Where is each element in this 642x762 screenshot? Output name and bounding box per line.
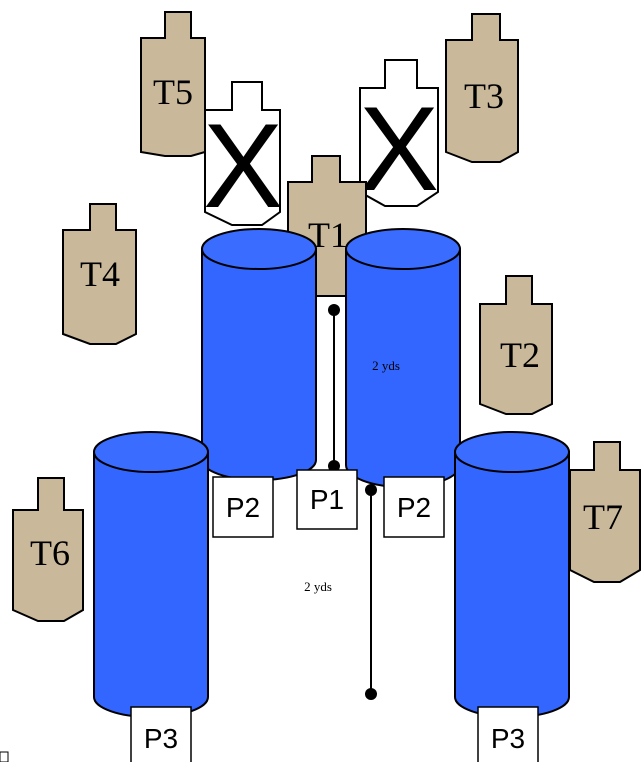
position-p3-left-label: P3 (144, 723, 178, 754)
barrel-upper-right (345, 228, 461, 488)
target-t4-label: T4 (80, 254, 120, 294)
target-t4: T4 (62, 203, 137, 345)
position-p3-right-label: P3 (491, 723, 525, 754)
position-p1-label: P1 (310, 484, 344, 515)
position-p3-left: P3 (130, 706, 192, 762)
barrel-upper-right-icon (345, 248, 461, 488)
target-t5: T5 (140, 11, 206, 157)
barrel-upper-left (201, 228, 317, 481)
dimension-upper-label: 2 yds (372, 358, 400, 373)
target-t2-icon (479, 275, 553, 415)
target-t6: T6 (12, 477, 84, 622)
position-p2-left-label: P2 (226, 492, 260, 523)
target-t2: T2 (479, 275, 553, 415)
target-t7-label: T7 (583, 497, 623, 537)
target-t6-label: T6 (30, 533, 70, 573)
barrel-upper-left-icon (201, 248, 317, 481)
position-p2-left: P2 (212, 476, 274, 538)
barrel-lower-right (454, 431, 570, 718)
target-t5-label: T5 (153, 72, 193, 112)
target-t3: T3 (445, 13, 519, 163)
noshoot-right: X (359, 59, 439, 216)
noshoot-left: X (203, 81, 283, 233)
dimension-lower-label: 2 yds (304, 579, 332, 594)
target-t3-label: T3 (464, 76, 504, 116)
dimension-upper (328, 304, 340, 472)
corner-marker (0, 751, 9, 762)
target-t6-icon (12, 477, 84, 622)
position-p2-right: P2 (383, 476, 445, 538)
target-t3-icon (445, 13, 519, 163)
target-t2-label: T2 (500, 335, 540, 375)
barrel-lower-right-icon (454, 451, 570, 718)
noshoot-right-icon (359, 59, 439, 207)
target-t4-icon (62, 203, 137, 345)
position-p2-right-label: P2 (397, 492, 431, 523)
dimension-lower (365, 484, 377, 700)
barrel-lower-left-icon (93, 451, 209, 718)
noshoot-left-mark: X (203, 99, 283, 233)
noshoot-left-icon (204, 81, 281, 226)
position-p3-right: P3 (477, 706, 539, 762)
target-t7-icon (569, 441, 641, 583)
barrel-lower-left (93, 431, 209, 718)
noshoot-right-mark: X (359, 82, 439, 216)
position-p1: P1 (296, 469, 358, 530)
target-t5-icon (140, 11, 206, 157)
target-t7: T7 (569, 441, 641, 583)
